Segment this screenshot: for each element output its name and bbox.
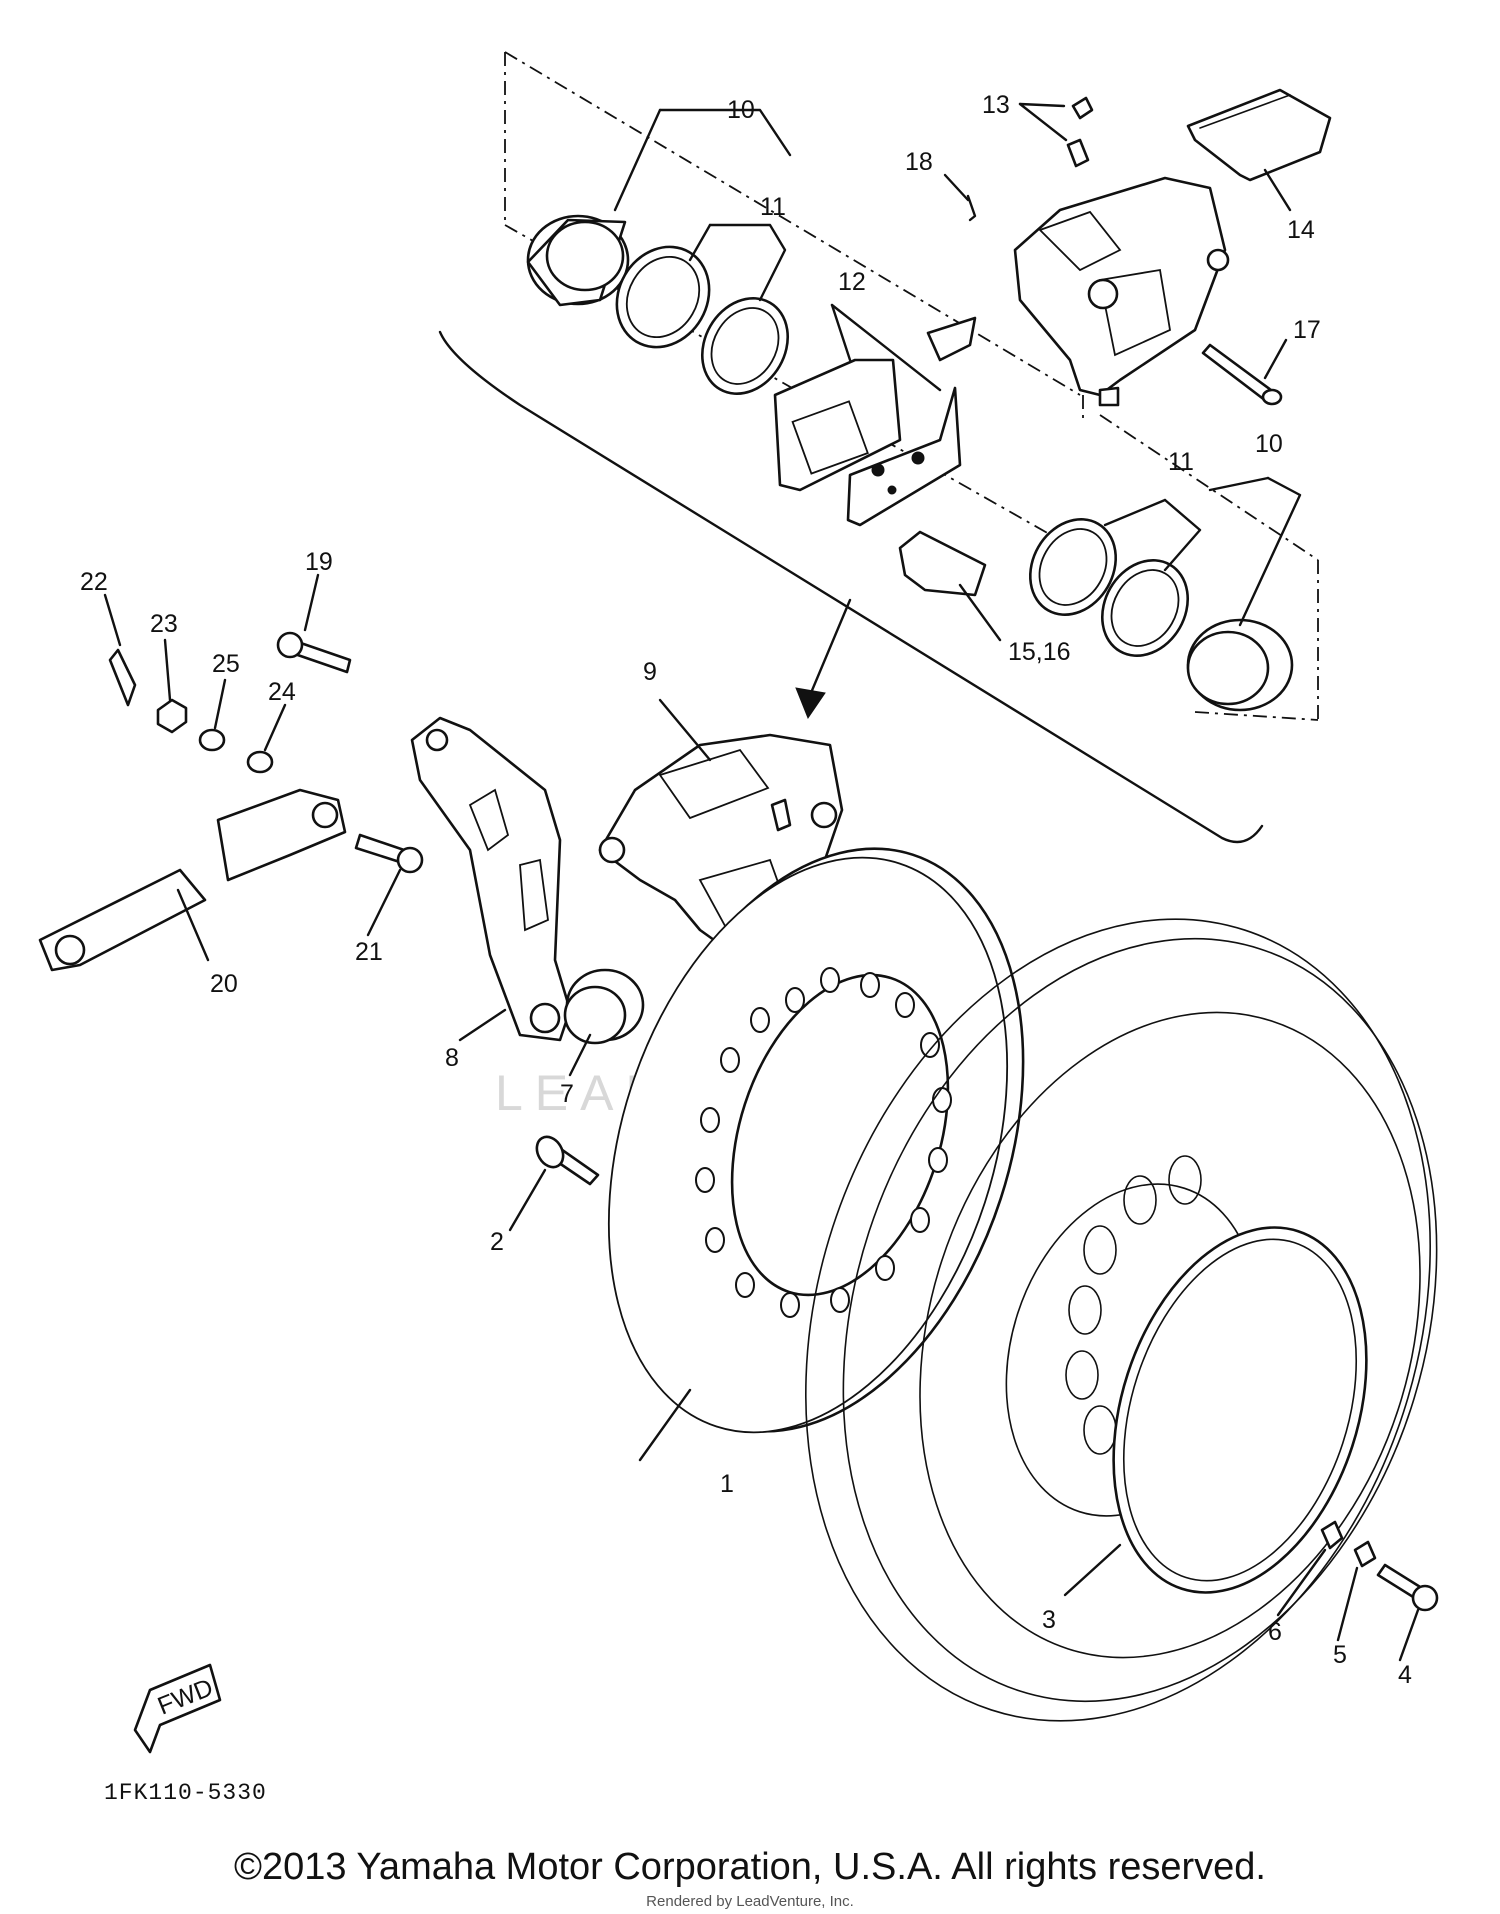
bolt-17 — [1201, 343, 1283, 406]
wheel — [805, 918, 1438, 1722]
label-part-8: 8 — [445, 1044, 459, 1072]
label-part-21: 21 — [355, 938, 383, 966]
pad-cover — [1186, 88, 1332, 182]
bolt-21 — [354, 833, 424, 874]
label-part-25: 25 — [212, 650, 240, 678]
piston-lower — [1186, 618, 1294, 712]
plate-6 — [1320, 1520, 1344, 1550]
label-part-17: 17 — [1293, 316, 1321, 344]
diagram-code: 1FK110-5330 — [104, 1780, 267, 1806]
cotter-pin — [108, 648, 137, 707]
label-part-2: 2 — [490, 1228, 504, 1256]
caliper-body-upper — [1013, 176, 1230, 407]
damper-plate — [1112, 1226, 1368, 1594]
label-part-15-16: 15,16 — [1008, 638, 1071, 666]
brake-pads — [773, 358, 962, 527]
label-part-19: 19 — [305, 548, 333, 576]
caliper-bracket — [410, 716, 572, 1042]
label-part-22: 22 — [80, 568, 108, 596]
forward-arrow[interactable]: FWD — [133, 1663, 222, 1754]
collar — [563, 968, 645, 1045]
label-part-4: 4 — [1398, 1661, 1412, 1689]
caliper-exploded-group — [438, 51, 1332, 844]
label-part-13: 13 — [982, 91, 1010, 119]
washer-24 — [246, 750, 274, 774]
pad-support — [898, 530, 987, 597]
label-part-11-lower: 11 — [1168, 448, 1194, 476]
leader-lines — [103, 108, 1420, 1662]
label-part-24: 24 — [268, 678, 296, 706]
washer-25 — [198, 728, 226, 752]
copyright-notice: ©2013 Yamaha Motor Corporation, U.S.A. A… — [234, 1846, 1266, 1888]
label-part-10-upper: 10 — [727, 96, 755, 124]
pad-spring — [926, 316, 977, 362]
label-part-1: 1 — [720, 1470, 734, 1498]
label-part-20: 20 — [210, 970, 238, 998]
piston-upper — [526, 214, 630, 307]
torque-rod — [38, 788, 347, 972]
label-part-6: 6 — [1268, 1618, 1282, 1646]
label-part-9: 9 — [643, 658, 657, 686]
bolt-2 — [535, 1135, 600, 1186]
bolt-4 — [1376, 1563, 1439, 1612]
nut — [156, 698, 188, 734]
brake-disc — [607, 847, 1025, 1434]
label-part-23: 23 — [150, 610, 178, 638]
bleeder-screw — [1018, 96, 1094, 168]
washer-5 — [1353, 1540, 1377, 1568]
bolt-19 — [276, 631, 352, 674]
label-part-14: 14 — [1287, 216, 1315, 244]
label-part-3: 3 — [1042, 1606, 1056, 1634]
label-part-12: 12 — [838, 268, 866, 296]
label-part-10-lower: 10 — [1255, 430, 1283, 458]
clip-18 — [966, 194, 977, 222]
label-part-11-upper: 11 — [760, 193, 786, 221]
label-part-5: 5 — [1333, 1641, 1347, 1669]
label-part-18: 18 — [905, 148, 933, 176]
part-labels: 1 2 3 4 5 6 7 8 9 10 10 11 11 12 13 14 1… — [80, 91, 1412, 1689]
label-part-7: 7 — [560, 1080, 574, 1108]
rendered-by-credit: Rendered by LeadVenture, Inc. — [646, 1893, 854, 1910]
